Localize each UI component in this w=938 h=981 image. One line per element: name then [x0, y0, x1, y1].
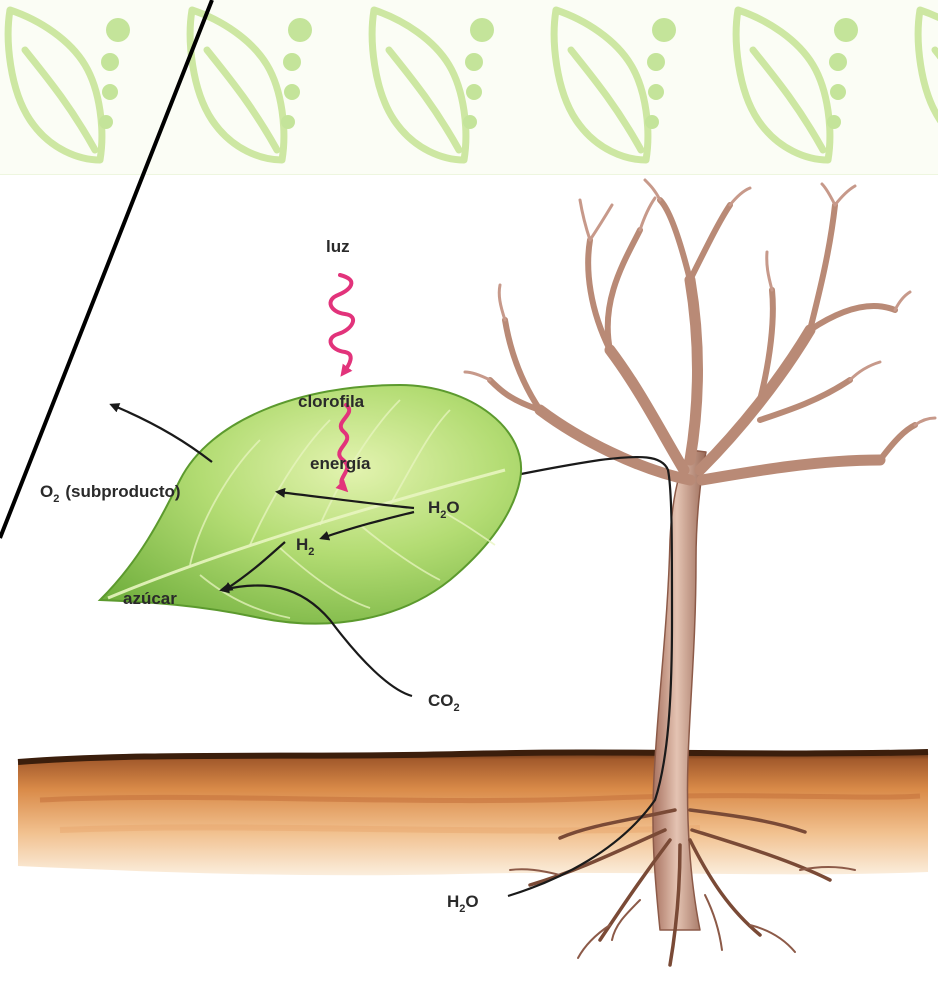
sugar-label: azúcar [123, 589, 177, 608]
diagonal-divider [0, 0, 212, 538]
energy-label: energía [310, 454, 371, 473]
light-label: luz [326, 237, 350, 256]
root-water-label: H2O [447, 892, 479, 915]
soil-icon [18, 752, 928, 875]
oxygen-label: O2(subproducto) [40, 482, 181, 505]
light-wave-icon [331, 275, 354, 372]
chlorophyll-label: clorofila [298, 392, 365, 411]
co2-label: CO2 [428, 691, 460, 714]
